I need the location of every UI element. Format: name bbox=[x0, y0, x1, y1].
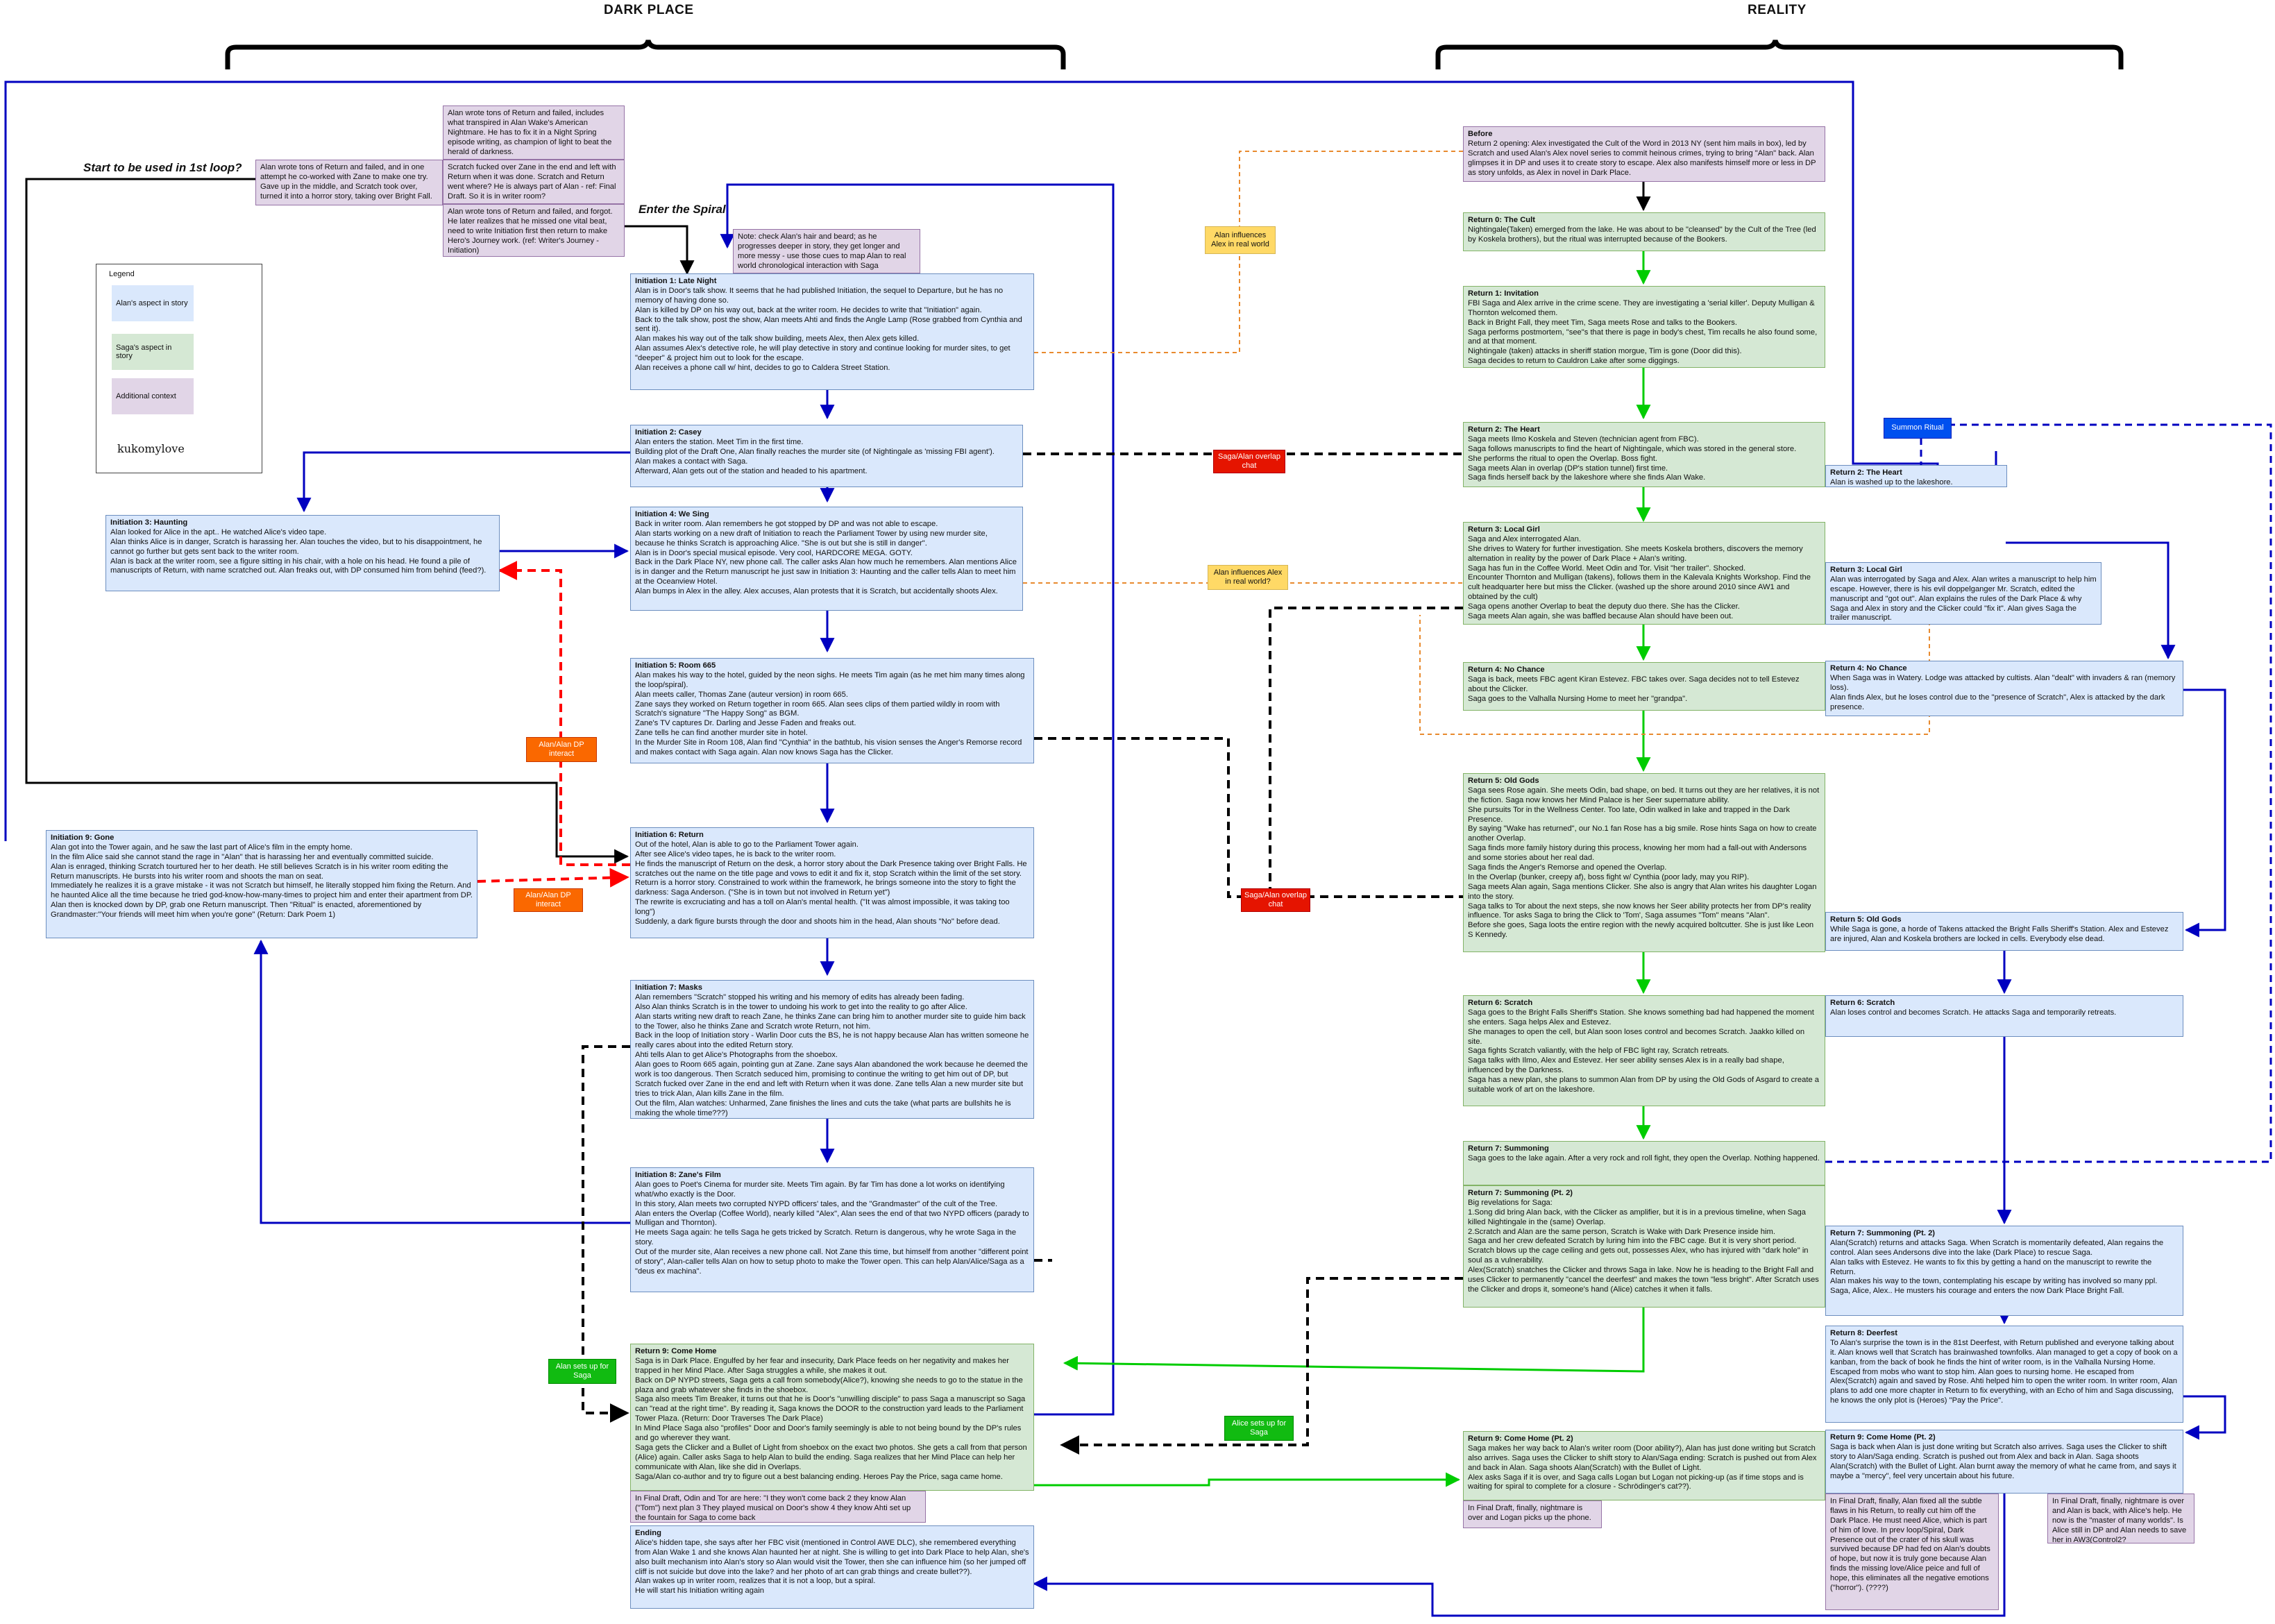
tag-summon-ritual: Summon Ritual bbox=[1884, 418, 1952, 439]
note-enter-spiral: Enter the Spiral bbox=[638, 203, 726, 216]
legend-signature: kukomylove bbox=[117, 442, 185, 455]
context-note-5: Note: check Alan's hair and beard; as he… bbox=[733, 229, 920, 273]
legend: Legend Alan's aspect in story Saga's asp… bbox=[96, 264, 262, 473]
tag-alice-sets-up-for-saga: Alice sets up for Saga bbox=[1224, 1416, 1294, 1441]
context-note-7: In Final Draft, finally, nightmare is ov… bbox=[1463, 1500, 1602, 1528]
legend-saga: Saga's aspect in story bbox=[112, 334, 194, 370]
tag-alan-sets-up-for-saga: Alan sets up for Saga bbox=[548, 1359, 616, 1384]
context-note-8: In Final Draft, finally, Alan fixed all … bbox=[1825, 1494, 1999, 1610]
tag-alan-influences-alex-2: Alan influences Alex in real world? bbox=[1208, 565, 1288, 590]
return-9-come-home-pt2: Return 9: Come Home (Pt. 2)Saga makes he… bbox=[1463, 1431, 1825, 1500]
tag-alan-dp-interact-1: Alan/Alan DP interact bbox=[526, 737, 597, 762]
context-note-6: In Final Draft, Odin and Tor are here: "… bbox=[630, 1491, 926, 1523]
alan-return-7-summoning-pt2: Return 7: Summoning (Pt. 2)Alan(Scratch)… bbox=[1825, 1226, 2183, 1316]
return-7-summoning-pt2: Return 7: Summoning (Pt. 2)Big revelatio… bbox=[1463, 1185, 1825, 1308]
context-note-9: In Final Draft, finally, nightmare is ov… bbox=[2047, 1494, 2194, 1543]
alan-return-9-come-home-pt2: Return 9: Come Home (Pt. 2)Saga is back … bbox=[1825, 1430, 2183, 1494]
tag-alan-influences-alex-1: Alan influences Alex in real world bbox=[1205, 226, 1276, 254]
header-reality: REALITY bbox=[1748, 3, 1807, 17]
tag-alan-dp-interact-2: Alan/Alan DP interact bbox=[514, 888, 583, 912]
header-dark-place: DARK PLACE bbox=[604, 3, 694, 17]
reality-brace bbox=[1435, 40, 2124, 69]
legend-context: Additional context bbox=[112, 378, 194, 414]
legend-alan: Alan's aspect in story bbox=[112, 285, 194, 321]
note-start-first-loop: Start to be used in 1st loop? bbox=[83, 161, 242, 174]
context-note-4: Alan wrote tons of Return and failed, an… bbox=[443, 204, 625, 257]
context-note-1: Alan wrote tons of Return and failed, in… bbox=[443, 105, 625, 160]
dark-place-brace bbox=[225, 40, 1066, 69]
legend-title: Legend bbox=[109, 270, 135, 278]
tag-saga-alan-overlap-chat-1: Saga/Alan overlap chat bbox=[1213, 450, 1285, 473]
context-note-2: Alan wrote tons of Return and failed, an… bbox=[255, 160, 443, 205]
tag-saga-alan-overlap-chat-2: Saga/Alan overlap chat bbox=[1241, 888, 1310, 912]
context-note-3: Scratch fucked over Zane in the end and … bbox=[443, 160, 625, 204]
